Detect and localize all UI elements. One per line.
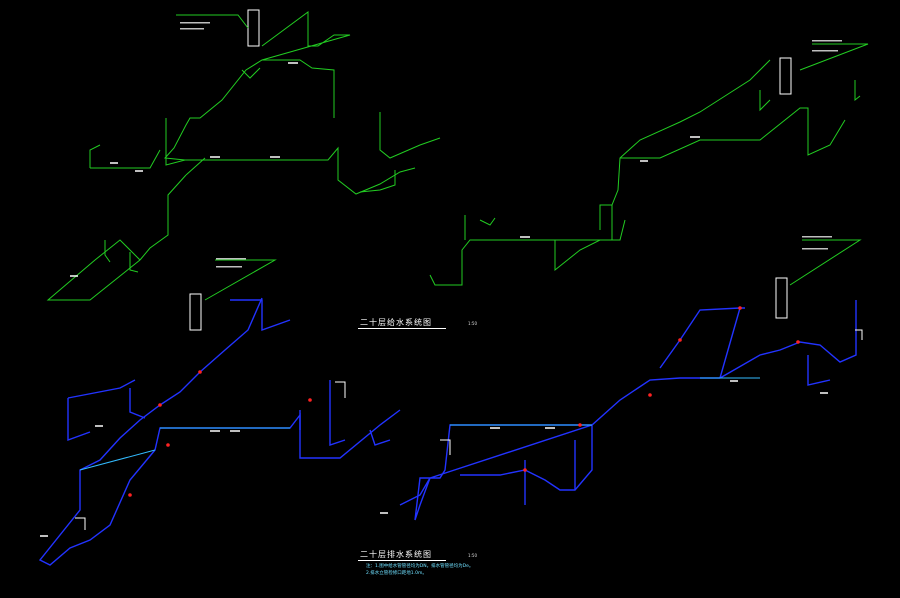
supply-branch-h	[359, 170, 396, 193]
supply-branch-r5	[759, 90, 771, 112]
label-tick	[270, 156, 280, 158]
label-tick	[802, 248, 828, 250]
supply-title: 二十层给水系统图	[360, 318, 432, 327]
label-tick	[210, 430, 220, 432]
label-tick	[812, 50, 838, 52]
drain-branch-l3	[67, 379, 136, 399]
supply-branch-r4	[599, 204, 612, 230]
drain-system-left	[38, 259, 401, 566]
label-tick	[216, 266, 242, 268]
supply-branch-a	[262, 59, 335, 118]
label-tick	[135, 170, 143, 172]
supply-scale: 1:50	[468, 321, 477, 326]
drain-fixture-l1	[335, 381, 346, 398]
drawing-note-1: 注：1.图中给水管管径均为DN，排水管管径均为De。	[366, 564, 474, 569]
label-tick	[180, 22, 210, 24]
valve-marker	[128, 493, 132, 497]
drain-leader-3	[204, 259, 277, 301]
valve-marker	[166, 443, 170, 447]
supply-fixture-4	[129, 252, 139, 273]
supply-leader-2	[799, 43, 869, 71]
drain-fixture-r2	[855, 329, 863, 340]
supply-branch-d	[185, 157, 206, 176]
drain-branch-r2	[659, 307, 741, 369]
valve-marker	[523, 468, 527, 472]
valve-marker	[678, 338, 682, 342]
supply-fixture-1	[89, 144, 101, 168]
label-tick	[640, 160, 648, 162]
label-tick	[802, 236, 832, 238]
label-tick	[70, 275, 78, 277]
supply-branch-g	[379, 112, 441, 159]
label-tick	[230, 430, 240, 432]
supply-system-right	[429, 43, 869, 286]
drain-branch-l6	[369, 429, 391, 446]
supply-main-left	[163, 11, 416, 195]
supply-branch-r2	[429, 239, 555, 286]
label-tick	[730, 380, 738, 382]
pipe-size-labels	[40, 22, 842, 537]
drain-branch-l5	[329, 380, 346, 446]
valve-marker	[308, 398, 312, 402]
drain-branch-l1	[129, 388, 146, 419]
supply-branch-e	[46, 239, 141, 301]
label-tick	[288, 62, 298, 64]
label-tick	[40, 535, 48, 537]
label-tick	[380, 512, 388, 514]
supply-branch-c	[139, 174, 187, 261]
drawing-note-2: 2.排水立管检修口距地1.0m。	[366, 571, 427, 576]
label-tick	[216, 258, 246, 260]
riser-box-2	[779, 57, 792, 95]
supply-branch-r1	[620, 107, 846, 159]
label-tick	[820, 392, 828, 394]
drain-title: 二十层排水系统图	[360, 550, 432, 559]
valve-markers	[128, 306, 800, 497]
drain-branch-r5	[399, 477, 431, 506]
drain-title-underline	[358, 560, 446, 561]
label-tick	[210, 156, 220, 158]
drain-system-right	[399, 239, 863, 521]
drain-branch-l7	[230, 299, 291, 331]
valve-marker	[648, 393, 652, 397]
label-tick	[520, 236, 530, 238]
label-tick	[490, 427, 500, 429]
riser-box-3	[189, 293, 202, 331]
drain-branch-r3	[807, 355, 831, 386]
label-tick	[180, 28, 204, 30]
valve-marker	[738, 306, 742, 310]
drain-branch-l2	[67, 398, 91, 441]
drain-fixture-r1	[440, 439, 451, 455]
supply-leader-1	[176, 14, 249, 29]
label-tick	[110, 162, 118, 164]
valve-marker	[198, 370, 202, 374]
supply-system-left	[46, 9, 441, 301]
valve-marker	[158, 403, 162, 407]
supply-title-underline	[358, 328, 446, 329]
drain-fixture-l2	[75, 517, 86, 530]
label-tick	[690, 136, 700, 138]
drain-scale: 1:50	[468, 553, 477, 558]
riser-box-4	[775, 277, 788, 319]
label-tick	[95, 425, 103, 427]
supply-branch-f	[90, 149, 161, 169]
supply-fixture-2	[241, 67, 261, 79]
valve-marker	[578, 423, 582, 427]
drain-leader-4	[789, 239, 862, 286]
supply-main-right	[554, 59, 771, 272]
label-tick	[812, 40, 842, 42]
supply-fixture-3	[104, 240, 111, 263]
drain-hl-left-2	[79, 449, 156, 471]
label-tick	[545, 427, 555, 429]
supply-fixture-r1	[854, 80, 861, 102]
drain-main-right	[414, 300, 857, 521]
valve-marker	[796, 340, 800, 344]
supply-branch-b	[165, 118, 186, 166]
supply-fixture-r2	[479, 217, 496, 226]
